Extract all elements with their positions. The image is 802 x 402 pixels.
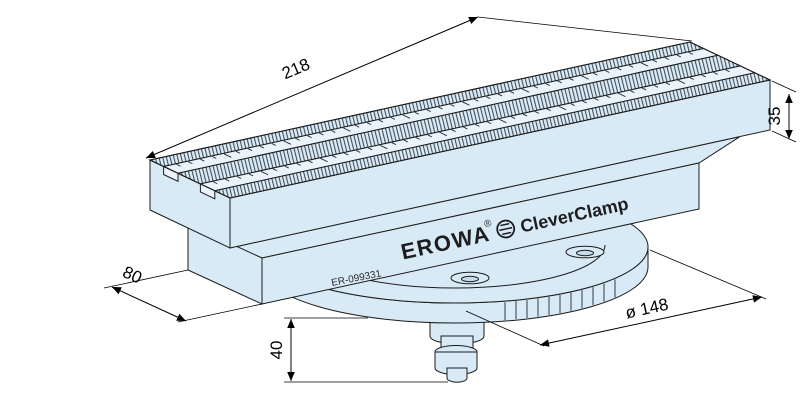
tick-mark [688,51,693,55]
tick-mark [606,95,611,99]
tick-mark [533,85,539,89]
tick-mark [546,108,552,112]
dimension-label-length: 218 [279,55,313,84]
tick-mark [296,163,301,166]
tick-mark [605,70,610,73]
tick-mark [260,170,269,176]
erowa-logo-icon [496,219,516,239]
tick-mark [594,98,599,101]
tick-mark [248,173,254,177]
tick-mark [628,64,634,68]
tick-mark [320,157,328,163]
tick-mark [236,176,242,179]
tick-mark [593,72,598,76]
tick-mark [665,82,671,86]
tick-mark [689,77,695,80]
tick-mark [213,181,218,185]
extension-line [649,249,767,300]
tick-mark [640,62,649,67]
tick-mark [676,54,682,58]
extension-line [477,16,693,42]
tick-mark [188,161,193,165]
rail-top-outline [148,41,772,199]
tick-mark [200,158,205,162]
extension-line [103,269,189,289]
tick-mark [308,160,313,164]
tick-mark [557,80,562,84]
tick-mark [618,92,626,98]
tick-mark [272,168,278,172]
tick-mark [569,78,574,81]
tick-mark [176,163,181,167]
base-block [187,136,741,305]
tick-mark [713,71,718,75]
dimension-line [111,286,187,322]
extension-line [771,80,797,93]
tick-mark [701,74,706,78]
dimension-height: 35 [765,80,797,143]
tick-mark [617,67,622,71]
registered-mark: ® [483,218,493,230]
tick-mark [582,100,587,104]
extension-line [177,303,263,323]
dimension-stud-height: 40 [267,317,448,383]
mounting-hole-right-bore [576,249,594,257]
tick-mark [725,69,730,73]
tick-mark [558,105,567,111]
dimension-label-height: 35 [765,107,784,126]
tick-mark [664,57,670,60]
dimension-line [539,295,763,347]
tick-mark [509,91,515,94]
tick-mark [534,111,540,114]
tick-mark [652,59,658,63]
tick-mark [497,93,503,97]
tick-mark [284,165,289,169]
tick-mark [521,88,530,93]
tick-mark [581,75,589,80]
tick-mark [498,118,507,124]
extension-line [771,130,797,143]
tick-mark [545,83,550,86]
tick-mark [510,116,516,119]
extension-line [465,310,545,347]
tick-mark [487,121,492,125]
tick-mark [485,96,491,99]
tick-mark [641,87,647,91]
dimension-line [145,16,479,159]
tick-mark [570,103,575,106]
stud-tip [446,367,468,383]
mounting-hole-left-bore [461,275,479,283]
tick-mark [224,178,230,182]
tick-mark [677,79,686,85]
tick-mark [629,90,635,93]
dimension-label-stud-height: 40 [267,341,286,360]
tick-mark [522,113,528,117]
tick-mark [653,84,659,88]
